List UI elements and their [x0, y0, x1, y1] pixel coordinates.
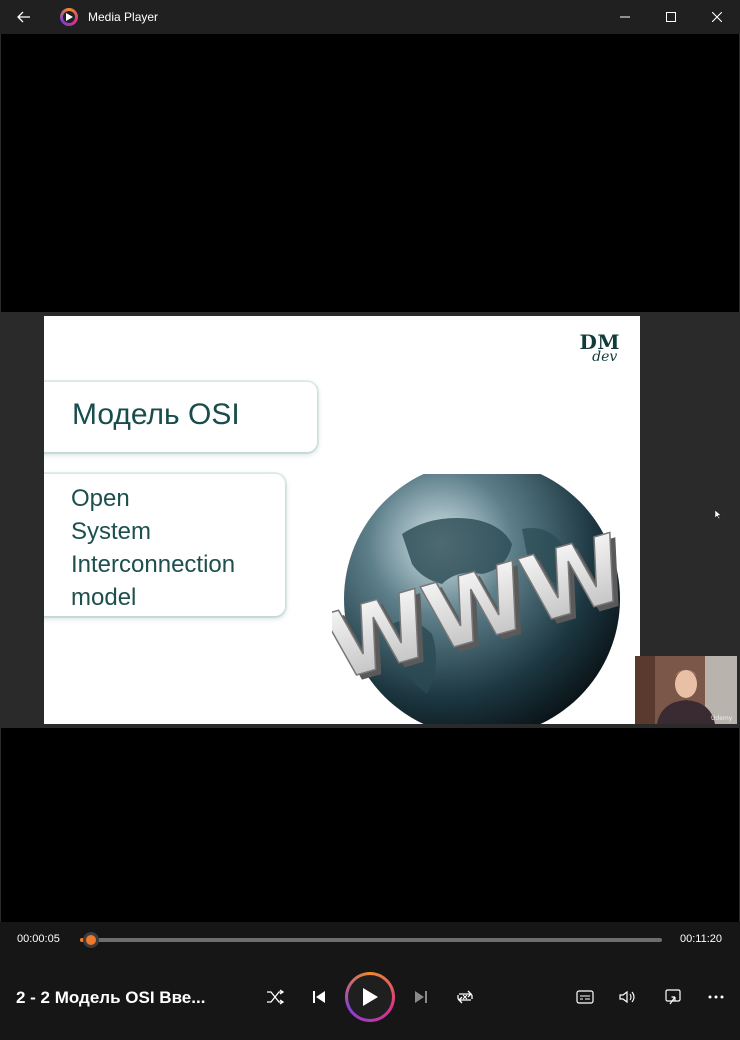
total-time: 00:11:20 — [679, 933, 722, 945]
now-playing-title: 2 - 2 Модель OSI Вве... — [16, 988, 206, 1007]
globe-www-image: WWW WWW — [332, 474, 632, 724]
title-bar: Media Player — [0, 0, 740, 34]
app-title: Media Player — [88, 10, 159, 24]
next-icon — [415, 991, 427, 1003]
close-icon — [712, 12, 722, 22]
close-button[interactable] — [694, 0, 740, 34]
arrow-left-icon — [17, 11, 30, 23]
svg-text:Udemy: Udemy — [711, 715, 733, 722]
minimize-icon — [620, 16, 630, 18]
dmdev-logo: DM dev — [579, 330, 620, 365]
volume-icon — [619, 990, 635, 1004]
previous-button[interactable] — [302, 980, 336, 1014]
miniplayer-button[interactable] — [656, 980, 690, 1014]
next-button[interactable] — [404, 980, 438, 1014]
presentation-slide: DM dev Модель OSI Open System Interconne… — [44, 316, 640, 724]
media-player-icon — [60, 8, 78, 26]
slide-title: Модель OSI — [72, 398, 240, 431]
mouse-cursor-icon — [715, 510, 721, 519]
captions-icon — [576, 990, 594, 1004]
play-button[interactable] — [345, 972, 395, 1022]
maximize-icon — [666, 12, 676, 22]
seek-bar-thumb[interactable] — [83, 932, 99, 948]
presenter-image: Udemy — [635, 656, 737, 724]
more-options-icon — [708, 995, 724, 999]
slide-subtitle-box: Open System Interconnection model — [44, 474, 285, 616]
play-icon — [363, 988, 378, 1006]
maximize-button[interactable] — [648, 0, 694, 34]
webcam-overlay: Udemy — [635, 656, 737, 724]
miniplayer-icon — [665, 989, 681, 1005]
playback-controls: 2 - 2 Модель OSI Вве... — [0, 958, 740, 1040]
slide-title-box: Модель OSI — [44, 382, 317, 452]
slide-subtitle: Open System Interconnection model — [71, 485, 236, 611]
seek-row: 00:00:05 00:11:20 — [0, 922, 740, 958]
volume-button[interactable] — [610, 980, 644, 1014]
captions-button[interactable] — [568, 980, 602, 1014]
seek-bar[interactable] — [80, 932, 662, 948]
seek-bar-progress — [80, 938, 85, 942]
current-time: 00:00:05 — [17, 933, 60, 945]
shuffle-button[interactable] — [258, 980, 292, 1014]
repeat-button[interactable] — [448, 980, 482, 1014]
back-button[interactable] — [0, 0, 48, 34]
minimize-button[interactable] — [602, 0, 648, 34]
more-options-button[interactable] — [699, 980, 733, 1014]
shuffle-icon — [267, 989, 284, 1005]
video-area[interactable]: DM dev Модель OSI Open System Interconne… — [0, 34, 740, 922]
repeat-icon — [457, 990, 473, 1004]
previous-icon — [313, 991, 325, 1003]
